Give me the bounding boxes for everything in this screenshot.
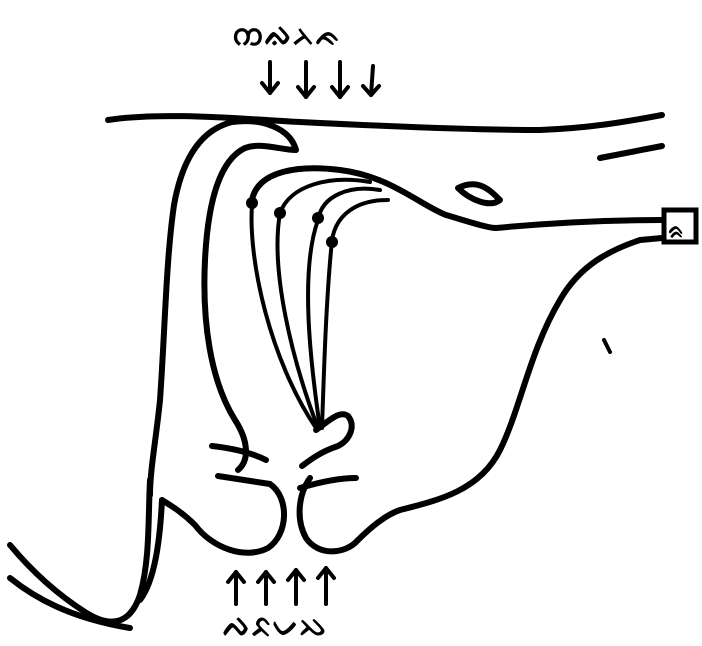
tongue-point-1 (246, 197, 258, 209)
down-arrow-icon (298, 62, 314, 97)
down-arrow-icon (262, 62, 278, 93)
small-mark (604, 340, 610, 352)
velum-outline (458, 184, 500, 203)
up-arrow-icon (228, 572, 244, 604)
chin-outline (10, 480, 150, 622)
tongue-point-3 (312, 212, 324, 224)
pharynx-box-glyph: ᨑ (668, 218, 685, 244)
tongue-strokes (246, 168, 446, 428)
up-arrow-icon (318, 568, 334, 604)
down-arrow-icon (363, 66, 379, 95)
pharynx-box: ᨑ (496, 210, 696, 244)
palate-outline (108, 115, 662, 130)
tongue-arc-2 (318, 189, 380, 220)
pharynx-outline (446, 215, 496, 228)
down-arrows (262, 62, 379, 97)
throat-line (600, 146, 662, 158)
up-arrow-icon (288, 570, 304, 604)
up-arrow-icon (258, 572, 274, 604)
tongue-arc-3 (332, 200, 388, 240)
tongue-point-2 (274, 207, 286, 219)
upper-lip-bottom (162, 476, 284, 553)
lower-tongue-tip (302, 414, 352, 466)
upper-teeth (212, 446, 266, 460)
top-script-glyphs: ᨠᨁᨂᨃ (232, 18, 341, 53)
bottom-script-glyphs: ᨄᨅᨆᨇ (222, 609, 328, 644)
tongue-line-4 (322, 240, 332, 428)
lower-lip (300, 238, 662, 551)
tongue-point-4 (326, 236, 338, 248)
tongue-line-3 (308, 220, 320, 428)
up-arrows (228, 568, 334, 604)
down-arrow-icon (332, 62, 348, 97)
